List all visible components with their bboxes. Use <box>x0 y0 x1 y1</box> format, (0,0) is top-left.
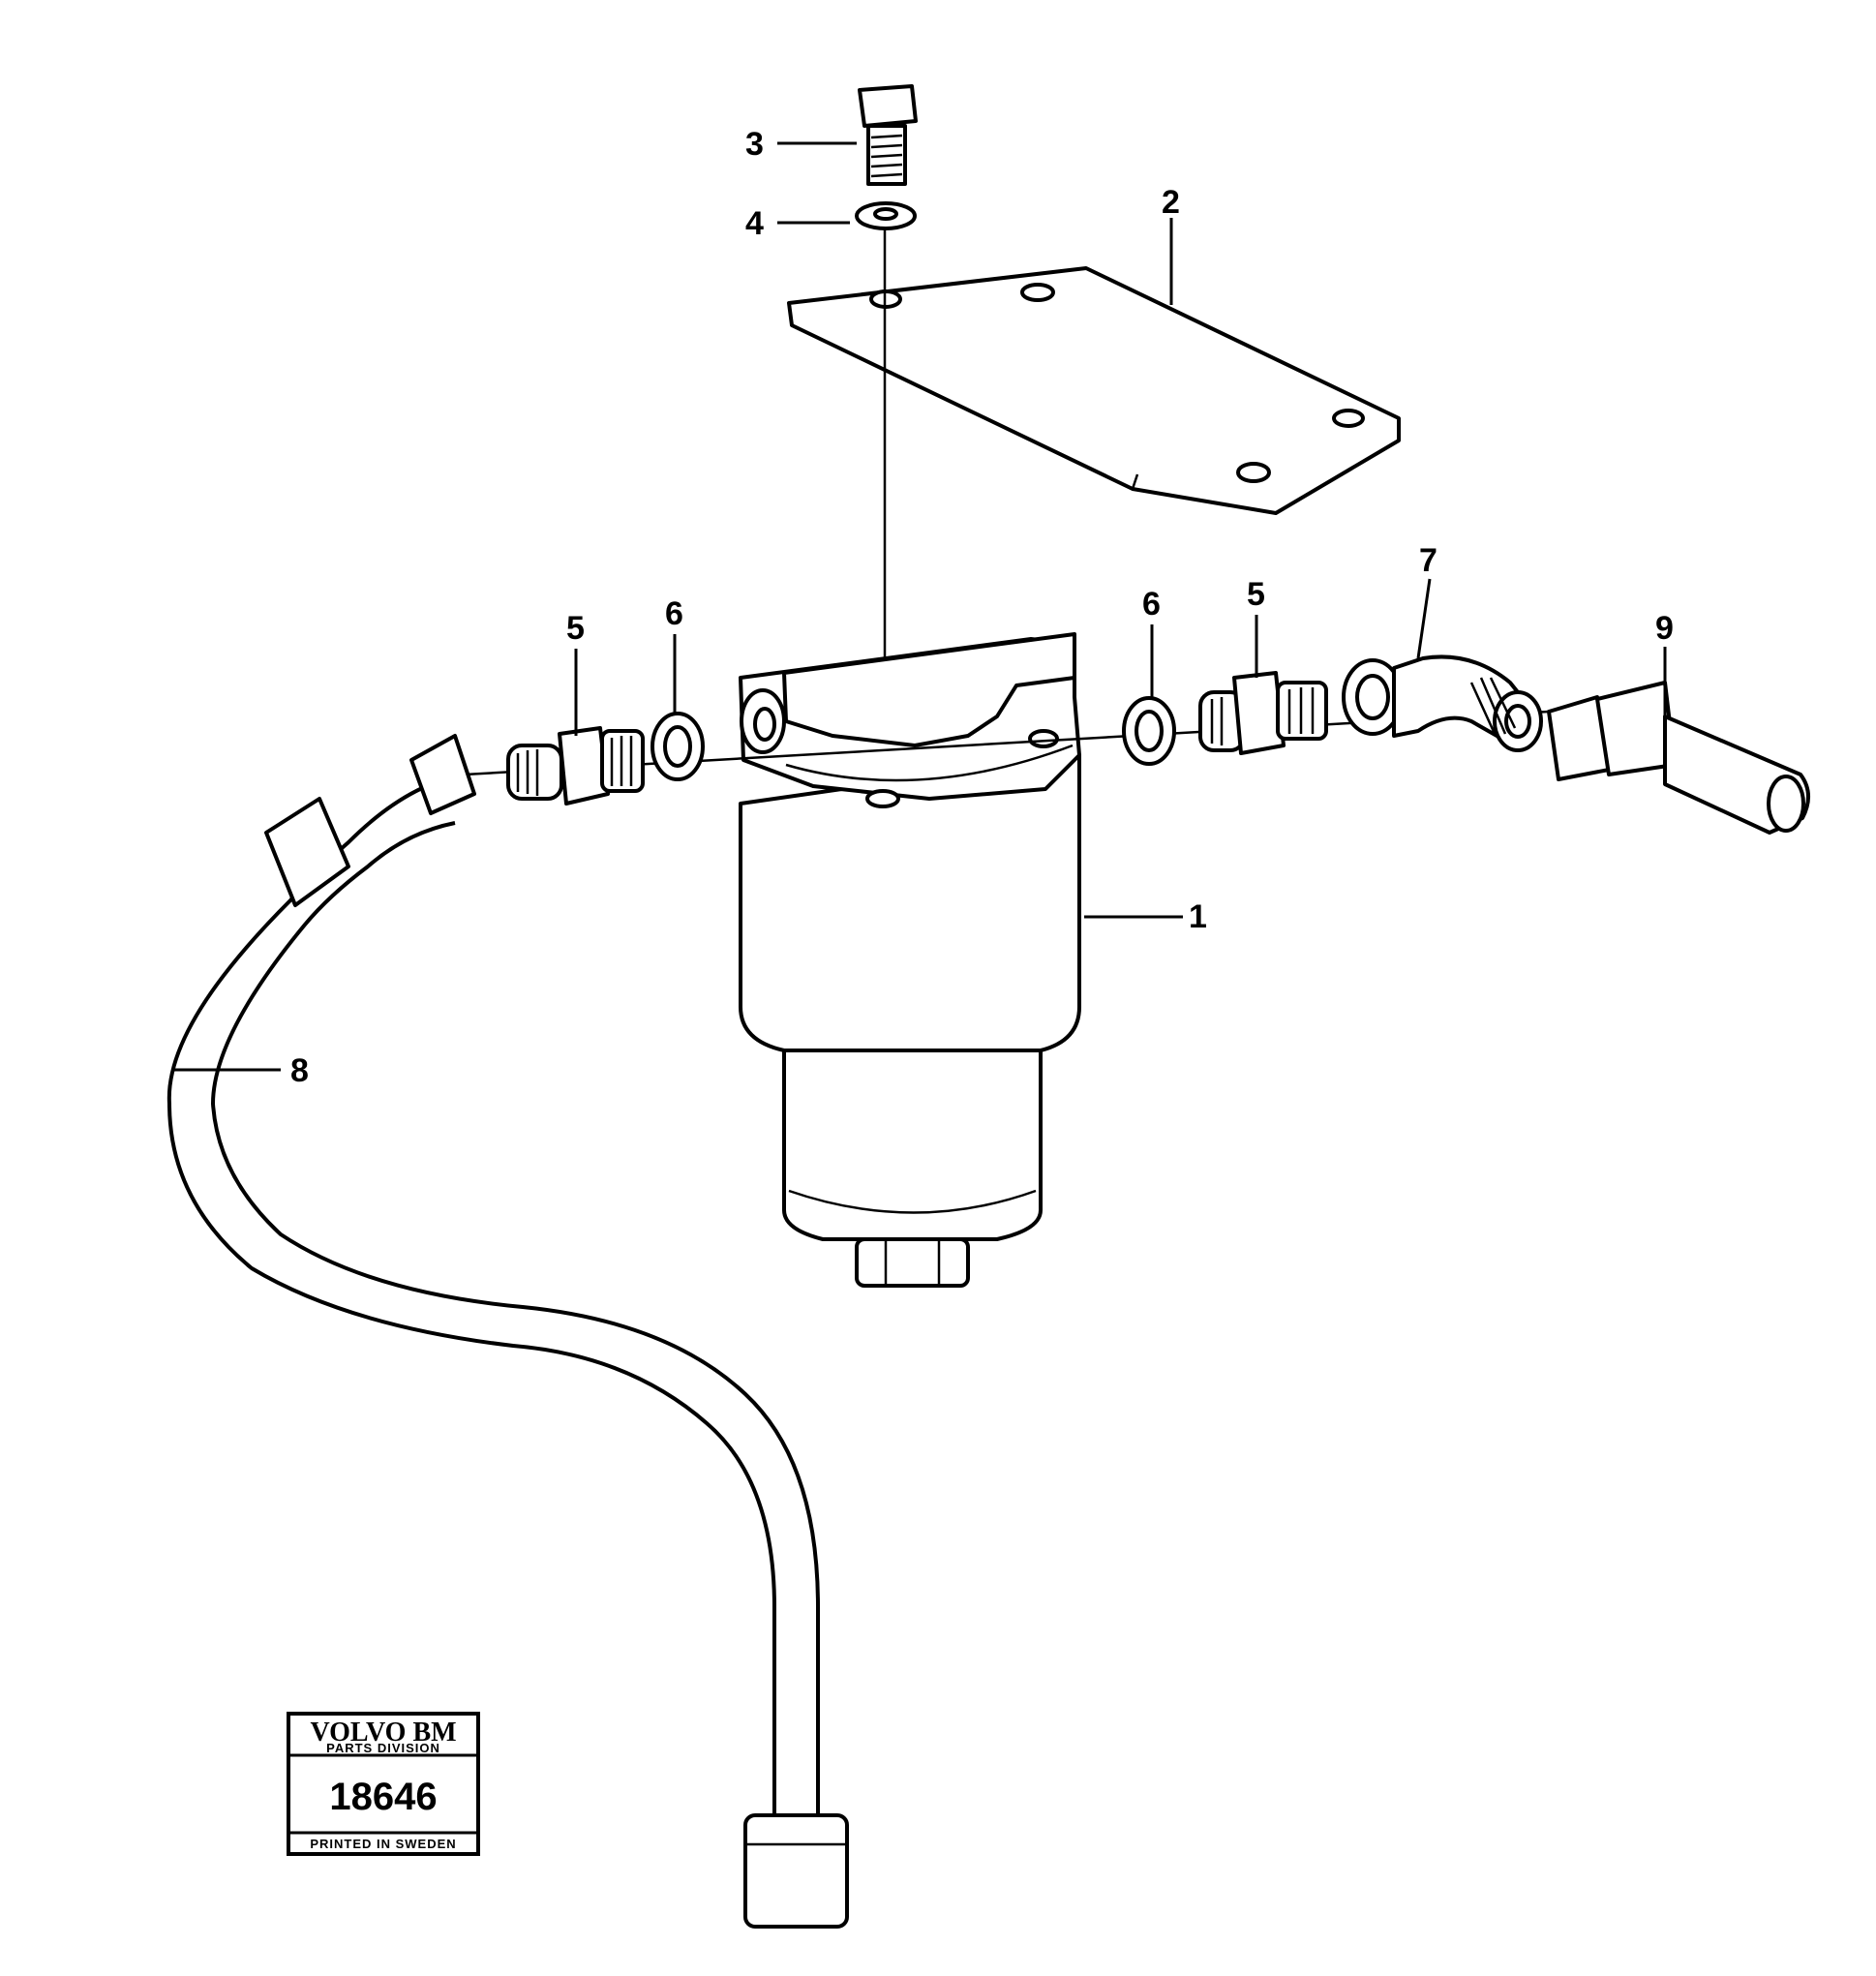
callout-1: 1 <box>1189 898 1207 935</box>
callout-5-right: 5 <box>1247 576 1265 613</box>
hose <box>166 734 849 1929</box>
left-nipple <box>506 726 645 806</box>
callout-4: 4 <box>745 205 764 242</box>
callout-9: 9 <box>1655 610 1674 647</box>
callout-6-left: 6 <box>665 595 683 632</box>
elbow-fitting <box>1342 654 1543 752</box>
pipe-with-nut <box>1547 681 1810 835</box>
right-seal-ring <box>1122 696 1176 766</box>
volvo-bm-stamp: VOLVO BM PARTS DIVISION 18646 PRINTED IN… <box>287 1712 480 1856</box>
stamp-number: 18646 <box>329 1776 437 1818</box>
stamp-division: PARTS DIVISION <box>326 1741 440 1755</box>
callout-2: 2 <box>1162 184 1180 221</box>
mounting-plate <box>787 266 1401 515</box>
filter-assembly <box>739 632 1081 1288</box>
callout-6-right: 6 <box>1142 586 1161 623</box>
stamp-footer: PRINTED IN SWEDEN <box>310 1837 456 1851</box>
left-seal-ring <box>651 712 705 781</box>
callout-5-left: 5 <box>566 610 585 647</box>
right-nipple <box>1198 671 1328 755</box>
callout-8: 8 <box>290 1052 309 1089</box>
bolt <box>858 84 918 186</box>
leader-lines <box>174 141 1667 1072</box>
washer <box>855 201 917 230</box>
callout-3: 3 <box>745 126 764 163</box>
callout-7: 7 <box>1419 542 1437 579</box>
stamp-brand: VOLVO BM <box>310 1718 456 1748</box>
